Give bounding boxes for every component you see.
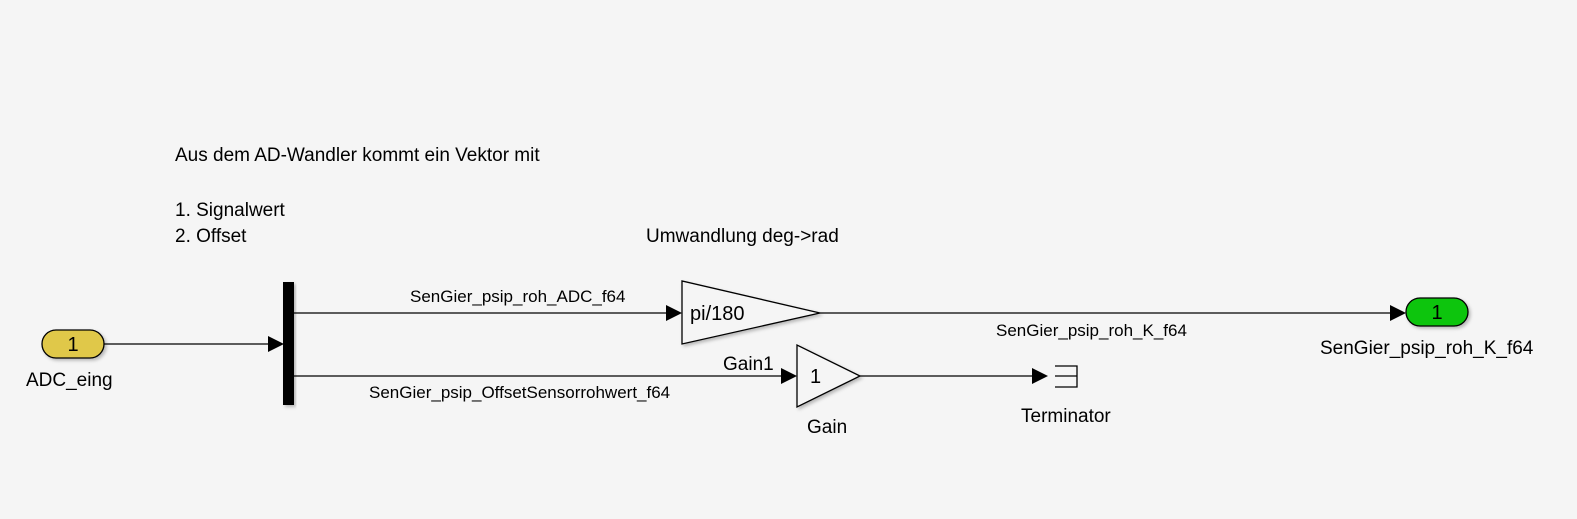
arrowhead-icon xyxy=(1032,368,1048,384)
arrowhead-icon xyxy=(268,336,284,352)
annotation-item-offset: 2. Offset xyxy=(175,226,247,247)
outport-block-roh-k[interactable]: 1 xyxy=(1405,297,1469,327)
signal-label-gain1: Gain1 xyxy=(723,354,774,375)
gain-value-pi-180: pi/180 xyxy=(690,303,745,325)
arrowhead-icon xyxy=(666,305,682,321)
gain-triangle-shape[interactable] xyxy=(796,343,862,409)
terminator-label: Terminator xyxy=(1021,406,1111,427)
signal-label-roh-adc: SenGier_psip_roh_ADC_f64 xyxy=(410,287,625,306)
annotation-conversion: Umwandlung deg->rad xyxy=(646,226,839,247)
outport-label: SenGier_psip_roh_K_f64 xyxy=(1320,338,1534,359)
annotation-vector-title: Aus dem AD-Wandler kommt ein Vektor mit xyxy=(175,145,540,166)
inport-number: 1 xyxy=(67,334,78,356)
signal-label-roh-k: SenGier_psip_roh_K_f64 xyxy=(996,321,1187,340)
terminator-block[interactable] xyxy=(1055,365,1078,388)
demux-block[interactable] xyxy=(283,282,294,405)
gain-label: Gain xyxy=(807,417,847,438)
outport-shape[interactable] xyxy=(1405,297,1469,327)
inport-block-adc-eing[interactable]: 1 xyxy=(41,329,105,359)
arrowhead-icon xyxy=(781,368,797,384)
outport-number: 1 xyxy=(1431,302,1442,324)
gain-value: 1 xyxy=(810,366,821,388)
arrowhead-icon xyxy=(1390,305,1406,321)
gain-block[interactable]: 1 xyxy=(796,343,862,409)
signal-label-offset: SenGier_psip_OffsetSensorrohwert_f64 xyxy=(369,383,670,402)
gain-block-pi-180[interactable]: pi/180 xyxy=(681,280,821,345)
terminator-icon[interactable] xyxy=(1055,365,1078,388)
annotation-item-signalwert: 1. Signalwert xyxy=(175,200,286,221)
gain-triangle-shape[interactable] xyxy=(681,280,821,345)
inport-label: ADC_eing xyxy=(26,370,113,391)
